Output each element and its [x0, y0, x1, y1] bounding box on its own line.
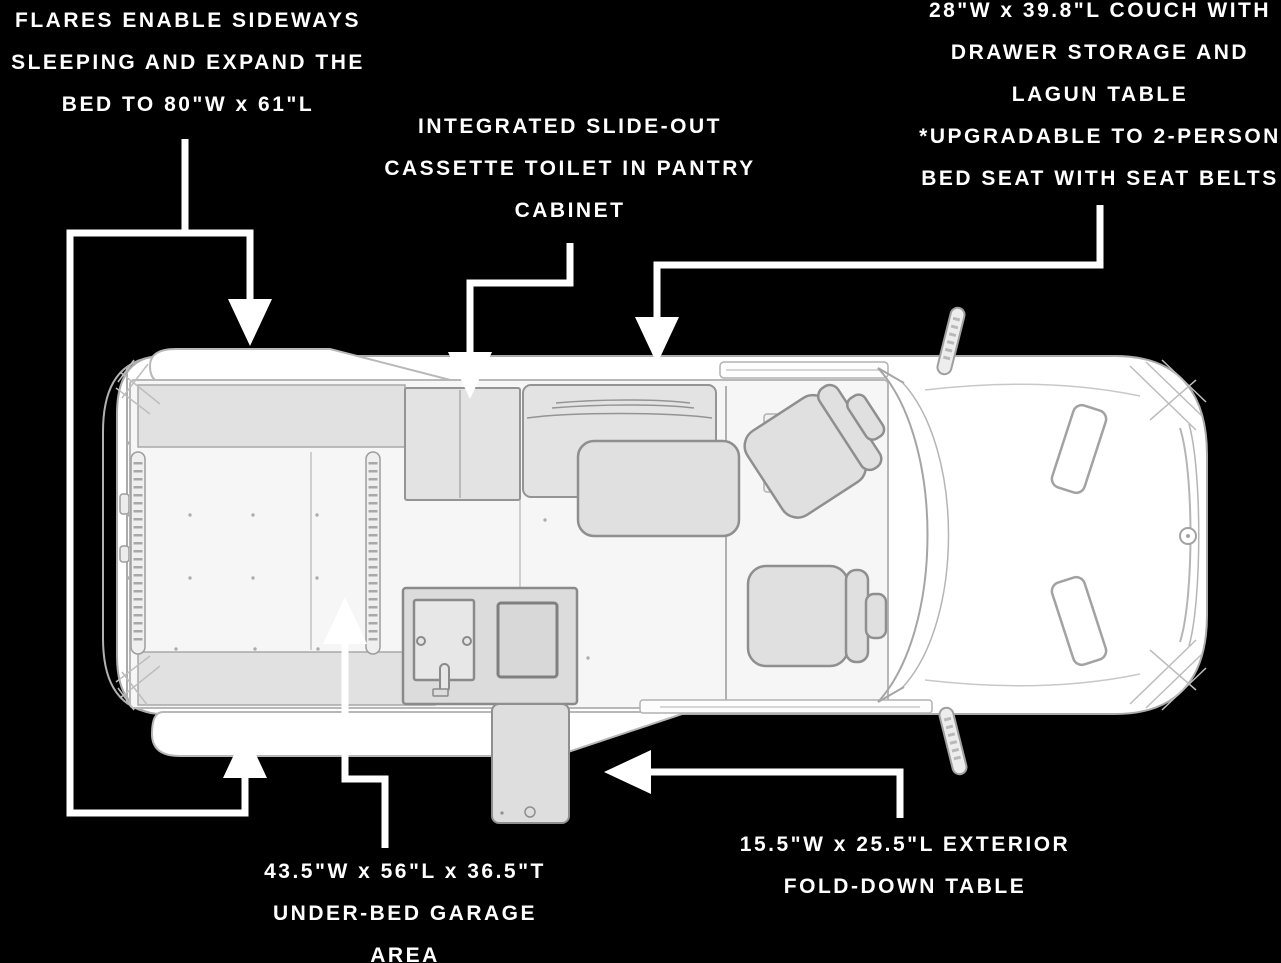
callout-arrowheads	[223, 299, 679, 794]
callout-fold-down-table-label: 15.5"W x 25.5"L EXTERIOR FOLD-DOWN TABLE	[715, 824, 1095, 908]
callout-line-text: INTEGRATED SLIDE-OUT	[418, 115, 722, 138]
callout-line-flares-bracket	[66, 229, 254, 817]
callout-line-text: FOLD-DOWN TABLE	[783, 875, 1027, 898]
arrow-down-toilet	[448, 352, 492, 399]
bed-flare-bottom	[150, 711, 689, 757]
arrow-up-garage	[323, 597, 367, 644]
arrow-down-couch	[635, 317, 679, 364]
callout-line-text: *UPGRADABLE TO 2-PERSON	[919, 125, 1281, 148]
callout-line-text: 43.5"W x 56"L x 36.5"T	[264, 860, 546, 883]
front-grille	[1179, 423, 1200, 647]
counter-flap	[496, 601, 559, 679]
pantry-cabinet	[404, 387, 521, 501]
callout-line-text: CASSETTE TOILET IN PANTRY	[384, 157, 756, 180]
callout-line-text: 28"W x 39.8"L COUCH WITH	[928, 0, 1272, 22]
callout-line-text: 15.5"W x 25.5"L EXTERIOR	[739, 833, 1071, 856]
driver-seat	[743, 383, 886, 519]
door-step	[639, 699, 933, 714]
headlight-bottom	[1050, 575, 1108, 667]
hood	[924, 383, 1141, 687]
callout-line-text: BED TO 80"W x 61"L	[61, 93, 315, 116]
callout-line-text: AREA	[370, 944, 440, 963]
callout-garage-label: 43.5"W x 56"L x 36.5"T UNDER-BED GARAGE …	[215, 851, 595, 963]
passenger-seat	[746, 564, 888, 668]
corner-structure-hatching	[115, 359, 1207, 711]
callout-line-couch	[653, 205, 1104, 319]
callout-lines	[66, 139, 1104, 848]
headlight-top	[1050, 403, 1108, 495]
lagun-table	[576, 439, 741, 538]
side-mirror-bottom	[938, 706, 968, 776]
bed-platform	[130, 384, 436, 706]
callout-line-text: UNDER-BED GARAGE	[272, 902, 537, 925]
faucet	[439, 663, 450, 693]
callout-line-toilet	[466, 243, 574, 354]
arrow-left-table	[604, 750, 651, 794]
windshield	[877, 367, 950, 703]
callout-line-garage	[341, 642, 389, 848]
callout-flares-label: FLARES ENABLE SIDEWAYS SLEEPING AND EXPA…	[0, 0, 378, 126]
callout-line-text: CABINET	[514, 199, 626, 222]
callout-cassette-toilet-label: INTEGRATED SLIDE-OUT CASSETTE TOILET IN …	[380, 106, 760, 232]
side-mirror-top	[936, 306, 966, 376]
arrow-up-flare-bottom	[223, 731, 267, 778]
callout-line-table	[650, 768, 904, 818]
callout-line-text: DRAWER STORAGE AND	[950, 41, 1250, 64]
fold-down-table	[491, 703, 570, 824]
callout-line-text: FLARES ENABLE SIDEWAYS	[15, 9, 361, 32]
sliding-door-rail	[719, 361, 889, 379]
callout-line-text: BED SEAT WITH SEAT BELTS	[921, 167, 1279, 190]
galley-cabinet	[401, 586, 579, 706]
callout-couch-label: 28"W x 39.8"L COUCH WITH DRAWER STORAGE …	[885, 0, 1281, 200]
arrow-down-flare-top	[228, 299, 272, 346]
callout-line-text: SLEEPING AND EXPAND THE	[11, 51, 365, 74]
callout-line-text: LAGUN TABLE	[1011, 83, 1189, 106]
